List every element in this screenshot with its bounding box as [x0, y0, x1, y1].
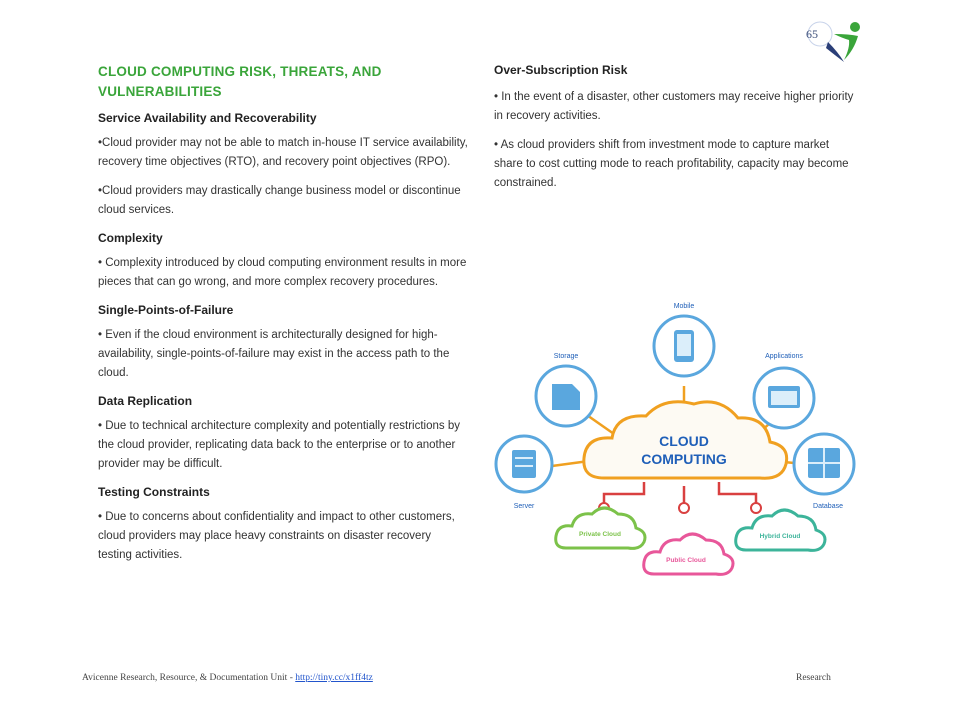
node-label-database: Database	[813, 503, 843, 510]
node-label-mobile: Mobile	[674, 303, 695, 310]
node-label-hybrid-cloud: Hybrid Cloud	[760, 533, 801, 540]
section-paragraph: •Cloud providers may drastically change …	[98, 185, 461, 216]
footer-link[interactable]: http://tiny.cc/x1ff4tz	[295, 673, 373, 683]
section-heading: Data Replication	[98, 394, 193, 408]
section-paragraph: • Due to concerns about confidentiality …	[98, 511, 455, 561]
person-body-icon	[834, 34, 858, 60]
public-cloud-icon	[642, 532, 735, 576]
section-testing-constraints: Testing Constraints • Due to concerns ab…	[98, 484, 468, 565]
section-complexity: Complexity • Complexity introduced by cl…	[98, 230, 468, 292]
central-cloud-icon	[582, 400, 789, 480]
section-paragraph: • Due to technical architecture complexi…	[98, 420, 460, 470]
section-heading: Single-Points-of-Failure	[98, 303, 234, 317]
left-column: CLOUD COMPUTING RISK, THREATS, AND VULNE…	[98, 62, 468, 575]
section-single-points-of-failure: Single-Points-of-Failure • Even if the c…	[98, 302, 468, 383]
section-paragraph: • In the event of a disaster, other cust…	[494, 91, 854, 122]
node-label-storage: Storage	[554, 353, 579, 360]
person-head-icon	[850, 22, 860, 32]
section-heading: Complexity	[98, 231, 163, 245]
storage-folder-icon	[552, 384, 580, 410]
section-paragraph: • As cloud providers shift from investme…	[494, 139, 849, 189]
center-title-line2: COMPUTING	[641, 451, 727, 467]
footer-right: Research	[796, 673, 831, 683]
section-data-replication: Data Replication • Due to technical arch…	[98, 393, 468, 474]
page-number: 65	[806, 27, 818, 41]
node-label-private-cloud: Private Cloud	[579, 531, 621, 538]
section-paragraph: •Cloud provider may not be able to match…	[98, 137, 468, 168]
right-column: Over-Subscription Risk • In the event of…	[494, 62, 856, 203]
hybrid-cloud-icon	[734, 508, 827, 552]
node-label-public-cloud: Public Cloud	[666, 557, 706, 564]
center-title-line1: CLOUD	[659, 433, 709, 449]
section-heading: Service Availability and Recoverability	[98, 111, 317, 125]
node-label-server: Server	[514, 503, 535, 510]
section-paragraph: • Even if the cloud environment is archi…	[98, 329, 450, 379]
node-label-applications: Applications	[765, 353, 803, 360]
private-cloud-icon	[554, 506, 647, 550]
server-rack-icon	[512, 450, 536, 478]
footer-left: Avicenne Research, Resource, & Documenta…	[82, 673, 373, 683]
cloud-computing-diagram: CLOUD COMPUTING Mobile Storage Applicati…	[494, 303, 856, 576]
section-heading-over-subscription: Over-Subscription Risk	[494, 63, 628, 77]
section-paragraph: • Complexity introduced by cloud computi…	[98, 257, 467, 288]
person-swoosh-icon	[826, 42, 844, 62]
section-heading: Testing Constraints	[98, 485, 210, 499]
footer-text: Avicenne Research, Resource, & Documenta…	[82, 673, 293, 683]
page-title: CLOUD COMPUTING RISK, THREATS, AND VULNE…	[98, 64, 382, 99]
section-service-availability: Service Availability and Recoverability …	[98, 110, 468, 220]
page-logo	[807, 21, 860, 62]
page-number-circle-icon	[807, 21, 833, 47]
